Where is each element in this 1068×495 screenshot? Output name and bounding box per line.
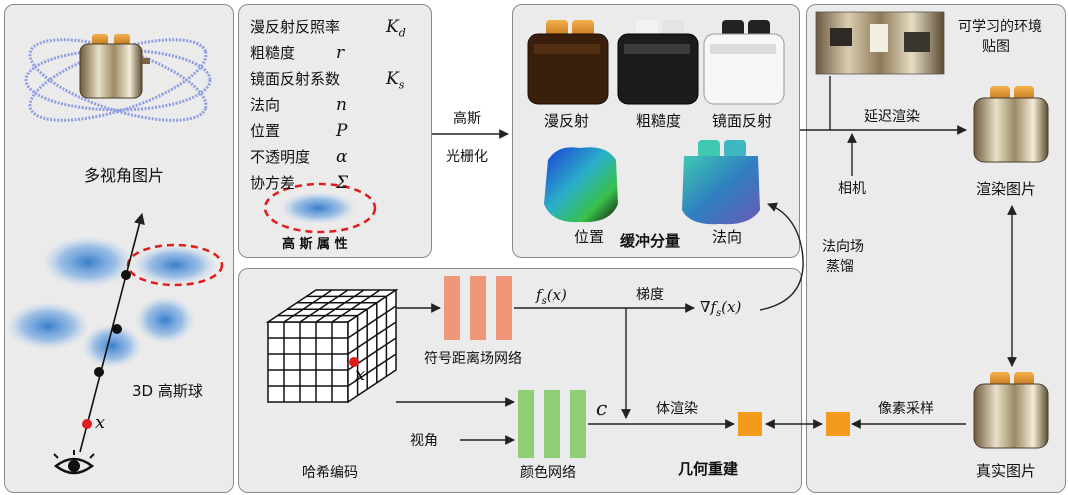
grid-point: [349, 357, 359, 367]
environment-map: [815, 11, 945, 75]
geometry-title: 几何重建: [678, 460, 739, 478]
real-toaster: [973, 372, 1049, 449]
sdf-output-label: fs(x): [536, 286, 567, 307]
normal-distill-line2: 蒸馏: [826, 259, 854, 275]
attribute-row: 粗糙度 r: [250, 40, 426, 66]
eye-icon: [53, 450, 95, 475]
color-net-label: 颜色网络: [520, 465, 576, 481]
attribute-name: 镜面反射系数: [250, 70, 341, 88]
toaster-icon: [79, 34, 150, 99]
attribute-name: 协方差: [250, 174, 296, 192]
position-label: 位置: [574, 228, 605, 246]
color-network: [518, 390, 586, 458]
gradient-output-label: ∇fs(x): [700, 298, 742, 319]
sdf-net-label: 符号距离场网络: [424, 351, 522, 367]
diffuse-toaster: [527, 20, 609, 105]
real-pixel-box: [826, 412, 850, 436]
attribute-symbol: P: [336, 121, 348, 141]
attribute-name: 粗糙度: [250, 44, 296, 62]
gradient-output-sub: s: [716, 308, 722, 319]
attribute-gaussian: [263, 182, 377, 234]
pixel-sampling-label: 像素采样: [878, 401, 934, 417]
normal-label: 法向: [712, 228, 743, 246]
roughness-label: 粗糙度: [636, 112, 682, 130]
gradient-label: 梯度: [636, 287, 664, 303]
attribute-list: 漫反射反照率 Kd 粗糙度 r 镜面反射系数 Ks 法向 n 位置 P 不透明度 α 协方差 Σ: [250, 14, 426, 196]
rasterize-line2: 光栅化: [446, 149, 488, 165]
hash-grid: [265, 288, 399, 404]
attribute-symbol: α: [336, 147, 348, 167]
roughness-toaster: [617, 20, 699, 105]
envmap-line1: 可学习的环境: [958, 19, 1042, 35]
attribute-row: 法向 n: [250, 92, 426, 118]
specular-toaster: [703, 20, 785, 105]
attribute-symbol: Kd: [386, 17, 406, 40]
position-map: [544, 147, 618, 223]
hash-encoding-label: 哈希编码: [302, 465, 358, 481]
rasterize-line1: 高斯: [453, 111, 481, 127]
rendered-pixel-box: [738, 412, 762, 436]
view-ray: [79, 212, 145, 453]
view-dir-label: 视角: [410, 433, 438, 449]
normal-map: [682, 140, 760, 225]
ray-point-label: x: [95, 412, 106, 433]
camera-label: 相机: [838, 181, 866, 197]
real-label: 真实图片: [976, 462, 1037, 480]
gaussian-cluster: [6, 236, 224, 368]
rendered-label: 渲染图片: [976, 180, 1037, 198]
attribute-symbol-sub: s: [398, 78, 405, 92]
attribute-name: 漫反射反照率: [250, 18, 341, 36]
attribute-row: 镜面反射系数 Ks: [250, 66, 426, 92]
attribute-symbol: Σ: [336, 173, 349, 193]
normal-distill-arrow: [759, 202, 804, 311]
multiview-label: 多视角图片: [84, 166, 165, 185]
normal-distill-line1: 法向场: [822, 239, 864, 255]
gaussian-label: 3D 高斯球: [132, 382, 203, 400]
attribute-row: 不透明度 α: [250, 144, 426, 170]
rendered-toaster: [973, 86, 1049, 163]
color-output-label: c: [596, 396, 608, 420]
attribute-symbol: Ks: [386, 69, 405, 92]
diffuse-label: 漫反射: [544, 112, 590, 130]
sdf-output-sub: s: [541, 296, 547, 307]
attribute-symbol-sub: d: [398, 26, 406, 40]
attribute-name: 位置: [250, 122, 281, 140]
volume-render-label: 体渲染: [656, 401, 698, 417]
attribute-row: 位置 P: [250, 118, 426, 144]
deferred-label: 延迟渲染: [864, 109, 920, 125]
sdf-network: [444, 276, 512, 340]
attribute-name: 法向: [250, 96, 281, 114]
buffer-title: 缓冲分量: [620, 232, 681, 250]
attributes-title: 高 斯 属 性: [282, 237, 348, 252]
attribute-symbol: r: [336, 43, 345, 63]
envmap-line2: 贴图: [982, 39, 1010, 55]
attribute-symbol: n: [336, 95, 347, 115]
attribute-row: 协方差 Σ: [250, 170, 426, 196]
grid-point-label: x: [355, 364, 366, 385]
attribute-name: 不透明度: [250, 148, 311, 166]
attribute-row: 漫反射反照率 Kd: [250, 14, 426, 40]
specular-label: 镜面反射: [712, 112, 773, 130]
